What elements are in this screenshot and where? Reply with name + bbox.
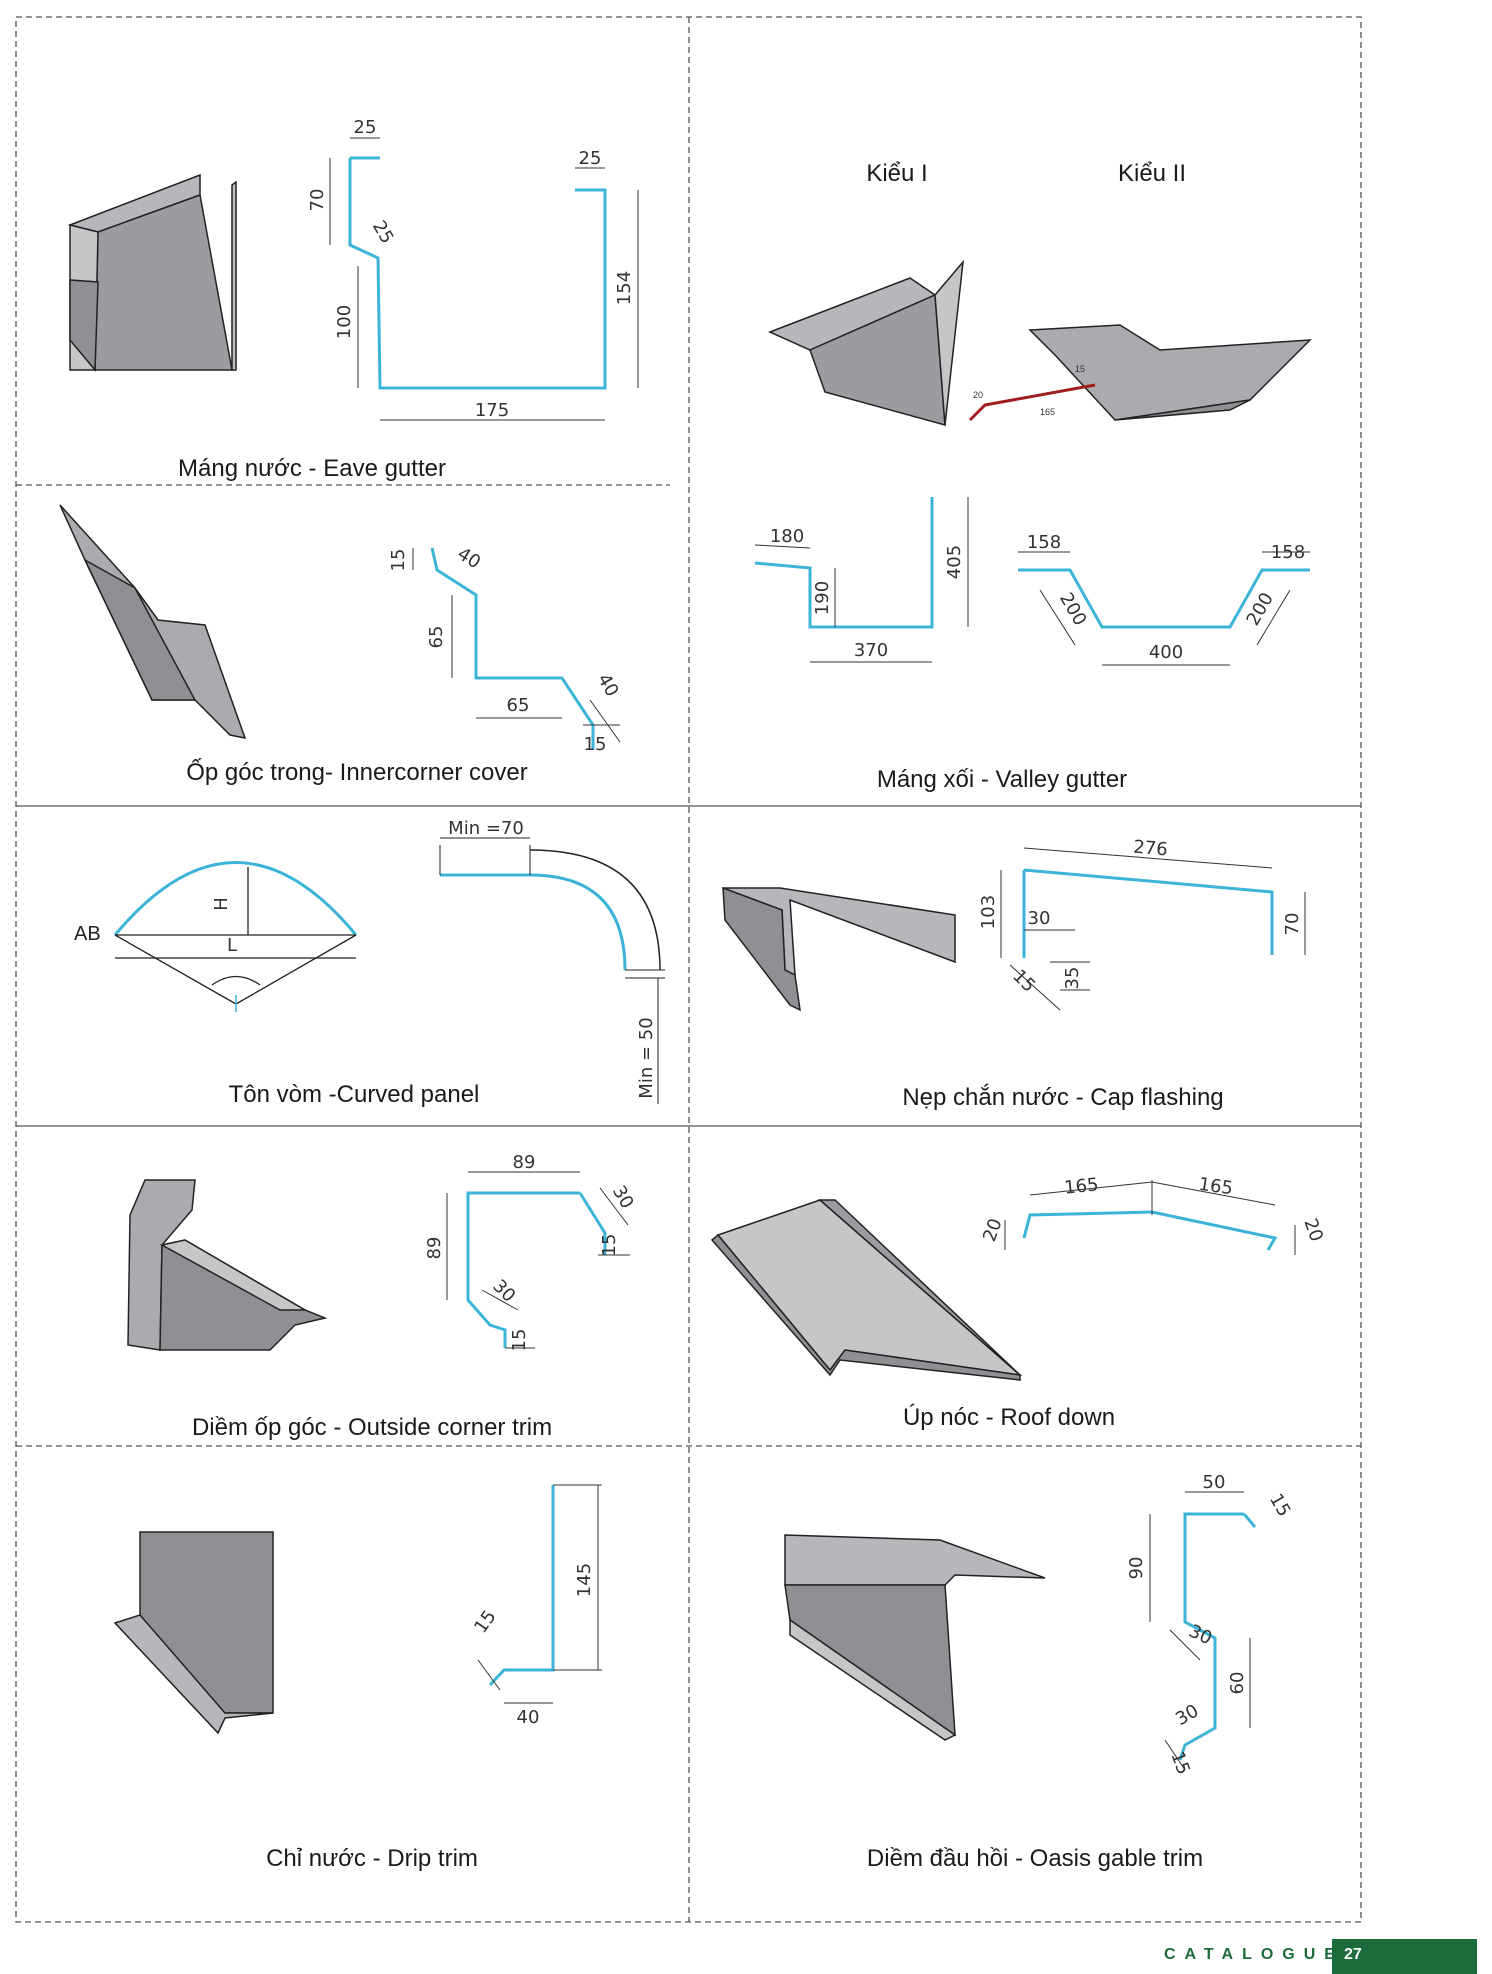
outside-dim-left: 89: [424, 1237, 445, 1260]
valley1-dim-top: 180: [770, 526, 804, 547]
eave-gutter-label: Máng nước - Eave gutter: [178, 455, 446, 482]
valley-gutter-small-profile: [968, 383, 1096, 422]
roof-dim-left: 165: [1063, 1174, 1099, 1198]
eave-dim-left-lower: 100: [334, 305, 355, 339]
oasis-gable-profile: [1149, 1491, 1257, 1771]
oasis-gable-trim-label: Diềm đầu hồi - Oasis gable trim: [866, 1845, 1204, 1872]
drip-trim-label: Chỉ nước - Drip trim: [266, 1845, 478, 1872]
valley1-dim-left: 190: [812, 581, 833, 615]
outside-corner-profile: [446, 1171, 630, 1349]
innercorner-dim-1: 15: [388, 549, 409, 572]
outside-dim-slope-bottom: 30: [488, 1276, 519, 1307]
curved-dim-ab: AB: [74, 923, 101, 945]
oasis-dim-bottom-lip: 15: [1166, 1749, 1194, 1778]
valley2-dim-right-top: 158: [1271, 542, 1305, 563]
eave-dim-bottom: 175: [475, 400, 509, 421]
cap-flashing-profile: [1000, 847, 1306, 1011]
valley-gutter-label: Máng xối - Valley gutter: [876, 766, 1128, 793]
valley-small-dim-1: 20: [973, 390, 983, 400]
drip-trim-profile: [477, 1484, 602, 1704]
innercorner-dim-2: 40: [454, 543, 485, 573]
cap-dim-inner: 30: [1028, 908, 1051, 929]
cap-dim-left: 103: [978, 895, 999, 929]
oasis-dim-lower: 60: [1227, 1672, 1248, 1695]
curved-dim-l: L: [227, 935, 237, 956]
eave-dim-left-upper: 70: [307, 189, 328, 212]
drip-dim-height: 145: [574, 1563, 595, 1597]
panel-grid: [15, 16, 1362, 1923]
curved-dim-h: H: [211, 897, 232, 911]
curved-panel-diagram: [113, 861, 358, 1012]
innercorner-profile: [412, 547, 621, 750]
cap-flashing-3d-drawing: [722, 886, 956, 1012]
innercorner-cover-label: Ốp góc trong- Innercorner cover: [186, 759, 528, 786]
outside-dim-lip-top: 15: [599, 1234, 620, 1257]
eave-gutter-3d-drawing: [67, 173, 237, 372]
outside-dim-slope-top: 30: [608, 1182, 638, 1212]
roof-dim-right: 165: [1197, 1174, 1234, 1200]
outside-dim-top: 89: [513, 1152, 536, 1173]
innercorner-3d-drawing: [59, 504, 247, 739]
outside-dim-lip-bottom: 15: [509, 1329, 530, 1352]
eave-dim-right: 154: [614, 271, 635, 305]
roof-dim-right-lip: 20: [1299, 1216, 1327, 1245]
curved-panel-label: Tôn vòm -Curved panel: [228, 1081, 480, 1108]
cap-dim-lip: 35: [1062, 967, 1083, 990]
roof-down-profile: [1004, 1180, 1296, 1255]
eave-dim-slope: 25: [368, 217, 398, 247]
valley-small-dim-3: 15: [1075, 364, 1085, 374]
innercorner-dim-4: 65: [507, 695, 530, 716]
roof-dim-left-lip: 20: [979, 1216, 1007, 1245]
roof-down-3d-drawing: [710, 1199, 1023, 1381]
roof-down-label: Úp nóc - Roof down: [902, 1404, 1116, 1431]
valley2-dim-left-top: 158: [1027, 532, 1061, 553]
curved-panel-profile: [439, 837, 665, 1104]
catalogue-footer-text: CATALOGUE: [1164, 1946, 1344, 1963]
cap-dim-right: 70: [1282, 913, 1303, 936]
drip-dim-slope: 15: [470, 1606, 500, 1637]
curved-dim-min70: Min =70: [448, 818, 524, 839]
outside-corner-3d-drawing: [127, 1179, 328, 1351]
eave-dim-lip: 25: [579, 148, 602, 169]
valley-gutter-profile-type-1: [754, 497, 969, 663]
oasis-gable-3d-drawing: [784, 1534, 1046, 1741]
valley1-dim-right: 405: [944, 545, 965, 579]
oasis-dim-upper: 90: [1126, 1557, 1147, 1580]
oasis-dim-slope-lower: 30: [1172, 1700, 1202, 1730]
eave-dim-top: 25: [354, 117, 377, 138]
valley-gutter-3d-drawing: [768, 259, 1312, 427]
outside-corner-trim-label: Diềm ốp góc - Outside corner trim: [191, 1414, 553, 1441]
cap-dim-slope: 15: [1008, 966, 1039, 997]
innercorner-dim-5: 40: [593, 670, 623, 700]
cap-flashing-label: Nẹp chắn nước - Cap flashing: [902, 1084, 1224, 1111]
oasis-dim-top: 50: [1203, 1472, 1226, 1493]
oasis-dim-top-lip: 15: [1265, 1490, 1295, 1520]
drip-dim-bottom: 40: [517, 1707, 540, 1728]
valley2-dim-bottom: 400: [1149, 642, 1183, 663]
cap-dim-top: 276: [1132, 837, 1168, 861]
drip-trim-3d-drawing: [113, 1531, 274, 1735]
curved-dim-min50: Min = 50: [636, 1017, 657, 1098]
valley1-dim-bottom: 370: [854, 640, 888, 661]
innercorner-dim-6: 15: [584, 734, 607, 755]
eave-gutter-profile: [329, 137, 639, 421]
valley-type-2-label: Kiểu II: [1117, 160, 1187, 187]
page-number-badge: [1332, 1939, 1477, 1974]
page-number: 27: [1344, 1946, 1362, 1963]
innercorner-dim-3: 65: [426, 626, 447, 649]
valley-small-dim-2: 165: [1040, 407, 1055, 417]
valley-gutter-profile-type-2: [1018, 551, 1310, 666]
valley-type-1-label: Kiểu I: [866, 160, 928, 187]
